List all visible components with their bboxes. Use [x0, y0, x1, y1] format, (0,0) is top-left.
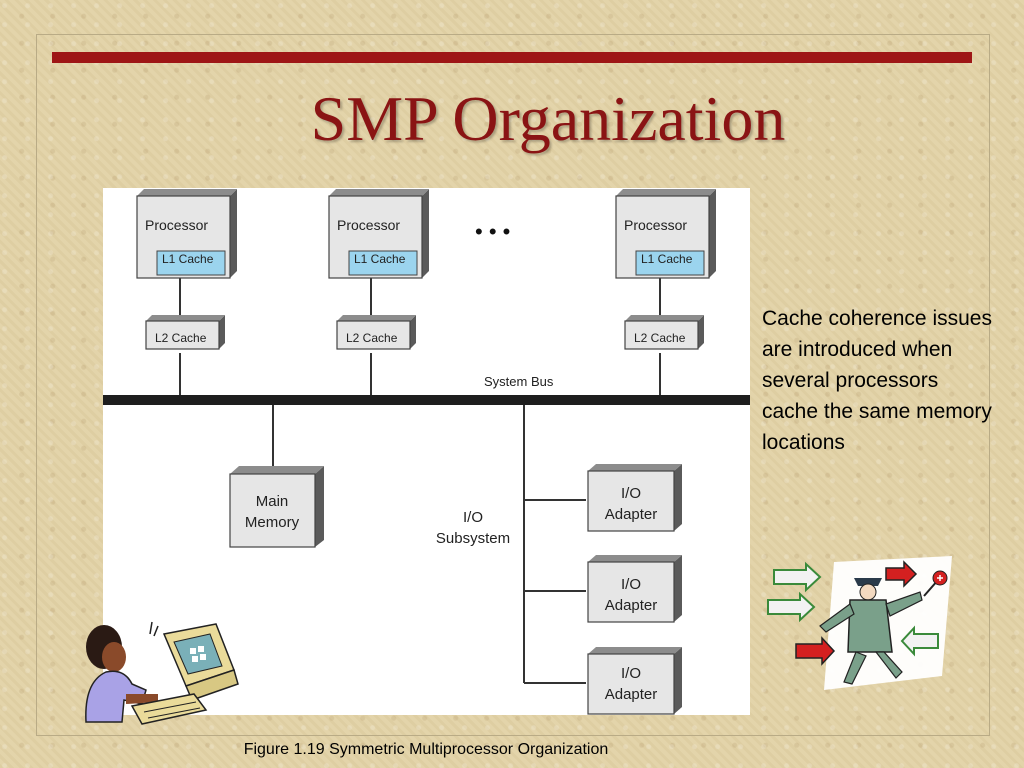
io-adapter-1-line2: Adapter — [605, 506, 658, 523]
l2-cache-label-1: L2 Cache — [155, 331, 207, 345]
main-memory — [229, 466, 324, 548]
io-subsystem-label-line1: I/O — [463, 509, 483, 526]
l2-cache-label-3: L2 Cache — [634, 331, 686, 345]
slide-frame — [36, 34, 990, 736]
traffic-officer-clipart — [767, 556, 952, 690]
slide-title: SMP Organization — [310, 83, 786, 154]
io-adapter-2-line1: I/O — [621, 576, 641, 593]
io-subsystem-label-line2: Subsystem — [436, 530, 510, 547]
system-bus — [103, 395, 750, 405]
main-memory-label-line1: Main — [256, 493, 289, 510]
io-adapter-1-line1: I/O — [621, 485, 641, 502]
io-adapter-3-line1: I/O — [621, 665, 641, 682]
io-adapter-3-line2: Adapter — [605, 686, 658, 703]
l1-cache-label-1: L1 Cache — [162, 252, 214, 266]
figure-caption: Figure 1.19 Symmetric Multiprocessor Org… — [243, 741, 609, 758]
l2-cache-label-2: L2 Cache — [346, 331, 398, 345]
l1-cache-label-2: L1 Cache — [354, 252, 406, 266]
ellipsis: • • • — [475, 219, 510, 244]
system-bus-label: System Bus — [484, 374, 554, 389]
l1-cache-label-3: L1 Cache — [641, 252, 693, 266]
processor-label-2: Processor — [337, 217, 400, 233]
cache-coherence-note: Cache coherence issues are introduced wh… — [762, 307, 992, 454]
title-accent-bar — [52, 52, 972, 63]
main-memory-label-line2: Memory — [245, 514, 300, 531]
processor-label-3: Processor — [624, 217, 687, 233]
processor-label-1: Processor — [145, 217, 208, 233]
woman-at-computer-clipart — [85, 621, 239, 725]
io-adapter-2-line2: Adapter — [605, 597, 658, 614]
